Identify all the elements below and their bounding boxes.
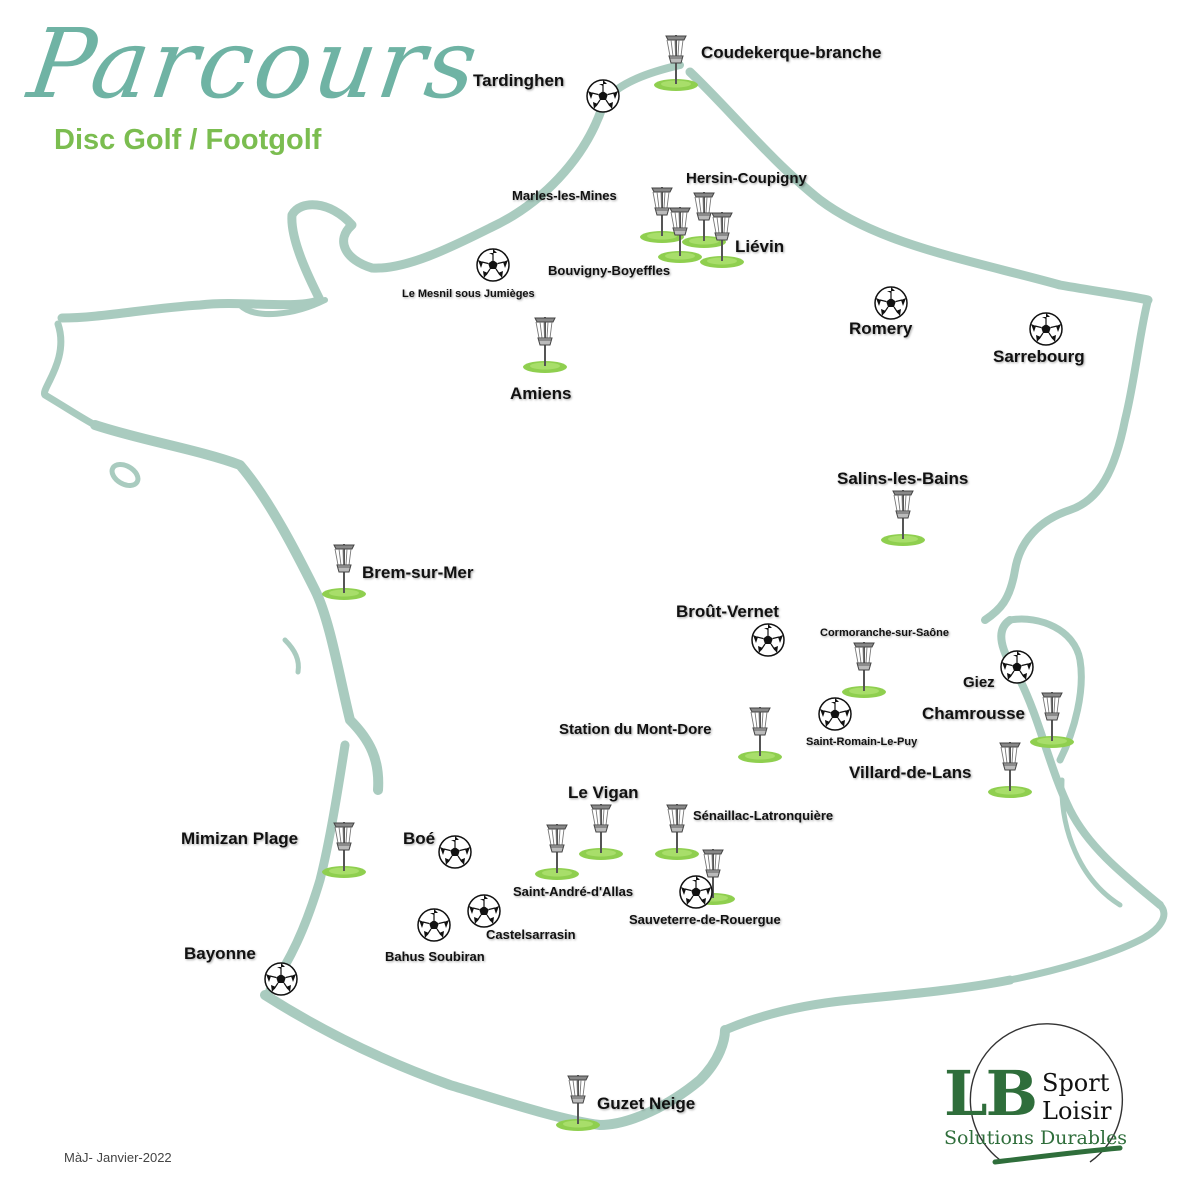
page-subtitle: Disc Golf / Footgolf bbox=[54, 124, 322, 156]
football-icon bbox=[476, 248, 510, 282]
place-label: Salins-les-Bains bbox=[837, 469, 969, 488]
place-label: Guzet Neige bbox=[597, 1094, 696, 1113]
disc-golf-basket-icon bbox=[555, 1074, 601, 1132]
place-label: Marles-les-Mines bbox=[512, 188, 617, 203]
place-label: Broût-Vernet bbox=[676, 602, 779, 621]
football-icon bbox=[751, 623, 785, 657]
place-label: Brem-sur-Mer bbox=[362, 563, 474, 582]
logo-initials: LB bbox=[944, 1057, 1038, 1130]
logo-circle bbox=[969, 1023, 1124, 1165]
disc-golf-basket-icon bbox=[880, 489, 926, 547]
place-label: Mimizan Plage bbox=[181, 829, 299, 848]
football-icon bbox=[438, 835, 472, 869]
page-title: Parcours bbox=[22, 8, 486, 120]
place-label: Sénaillac-Latronquière bbox=[693, 808, 834, 823]
football-icon bbox=[874, 286, 908, 320]
france-outline bbox=[41, 61, 1168, 1130]
place-label: Liévin bbox=[735, 237, 785, 256]
disc-golf-basket-icon bbox=[522, 316, 568, 374]
place-label: Romery bbox=[849, 319, 913, 338]
football-icon bbox=[264, 962, 298, 996]
place-label: Boé bbox=[403, 829, 436, 848]
place-label: Saint-André-d'Allas bbox=[513, 884, 634, 899]
place-label: Giez bbox=[963, 674, 995, 691]
place-label: Bayonne bbox=[184, 944, 256, 963]
place-label: Cormoranche-sur-Saône bbox=[820, 627, 949, 639]
place-label: Coudekerque-branche bbox=[701, 43, 882, 62]
disc-golf-basket-icon bbox=[534, 823, 580, 881]
place-markers bbox=[264, 34, 1075, 1132]
disc-golf-basket-icon bbox=[737, 706, 783, 764]
football-icon bbox=[1000, 650, 1034, 684]
football-icon bbox=[467, 894, 501, 928]
place-label: Saint-Romain-Le-Puy bbox=[806, 736, 918, 748]
logo-tagline: Solutions Durables bbox=[944, 1127, 1128, 1149]
company-logo: LB Sport Loisir Solutions Durables bbox=[930, 1035, 1155, 1175]
place-label: Hersin-Coupigny bbox=[686, 170, 807, 187]
place-label: Tardinghen bbox=[473, 71, 565, 90]
place-label: Amiens bbox=[510, 384, 572, 403]
logo-word-sport: Sport bbox=[1042, 1069, 1110, 1097]
place-label: Bouvigny-Boyeffles bbox=[548, 263, 671, 278]
update-date: MàJ- Janvier-2022 bbox=[64, 1150, 172, 1165]
football-icon bbox=[679, 875, 713, 909]
place-label: Sauveterre-de-Rouergue bbox=[629, 912, 781, 927]
disc-golf-basket-icon bbox=[653, 34, 699, 92]
place-label: Sarrebourg bbox=[993, 347, 1085, 366]
disc-golf-basket-icon bbox=[321, 543, 367, 601]
place-label: Le Vigan bbox=[568, 783, 639, 802]
football-icon bbox=[1029, 312, 1063, 346]
place-label: Castelsarrasin bbox=[486, 927, 576, 942]
football-icon bbox=[586, 79, 620, 113]
disc-golf-basket-icon bbox=[841, 641, 887, 699]
football-icon bbox=[818, 697, 852, 731]
place-label: Le Mesnil sous Jumièges bbox=[402, 288, 535, 300]
place-label: Villard-de-Lans bbox=[849, 763, 972, 782]
place-label: Station du Mont-Dore bbox=[559, 721, 712, 738]
place-label: Bahus Soubiran bbox=[385, 949, 485, 964]
disc-golf-basket-icon bbox=[987, 741, 1033, 799]
place-label: Chamrousse bbox=[922, 704, 1025, 723]
logo-word-loisir: Loisir bbox=[1042, 1097, 1112, 1125]
football-icon bbox=[417, 908, 451, 942]
disc-golf-basket-icon bbox=[578, 803, 624, 861]
